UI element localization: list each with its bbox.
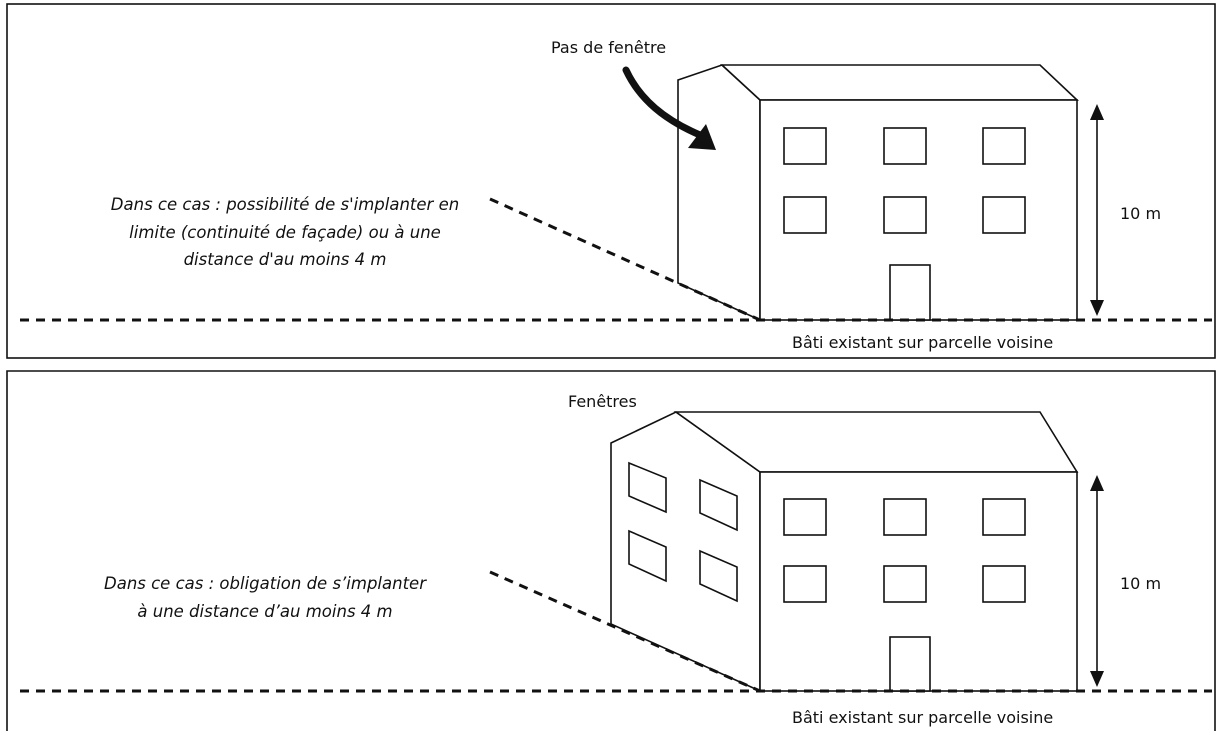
side-window: [628, 529, 667, 583]
window: [982, 498, 1026, 536]
caption-line-1: Dans ce cas : obligation de s’implanter: [104, 574, 427, 593]
curved-arrow: [622, 66, 704, 139]
bottom-panel: Fenêtres Dans ce cas : obligation de s’i…: [0, 367, 1217, 731]
panel-frame: [6, 370, 1216, 731]
window: [883, 127, 927, 165]
window: [783, 565, 827, 603]
callout-label: Pas de fenêtre: [551, 38, 666, 57]
window: [883, 196, 927, 234]
side-window: [628, 461, 667, 514]
height-arrow: [1090, 104, 1104, 316]
side-window: [699, 549, 738, 603]
window: [982, 196, 1026, 234]
window: [982, 565, 1026, 603]
roof: [719, 64, 1080, 101]
height-label: 10 m: [1120, 574, 1161, 593]
front-windows: [783, 498, 1026, 603]
front-windows: [783, 127, 1026, 234]
side-windows: [628, 461, 738, 603]
curved-arrow-head: [688, 124, 716, 150]
caption-line-1: Dans ce cas : possibilité de s'implanter…: [111, 195, 459, 214]
window: [783, 498, 827, 536]
diagonal-boundary: [489, 197, 761, 322]
caption-line-2: à une distance d’au moins 4 m: [137, 602, 392, 621]
top-diagram: Pas de fenêtre Dans ce cas : possibilité…: [6, 3, 1216, 359]
top-panel: Pas de fenêtre Dans ce cas : possibilité…: [0, 0, 1217, 362]
window: [783, 196, 827, 234]
caption-line-3: distance d'au moins 4 m: [184, 250, 387, 269]
callout-label: Fenêtres: [568, 392, 637, 411]
bottom-diagram: Fenêtres Dans ce cas : obligation de s’i…: [6, 370, 1216, 731]
ground-label: Bâti existant sur parcelle voisine: [792, 333, 1053, 352]
height-label: 10 m: [1120, 204, 1161, 223]
diagonal-boundary: [489, 570, 761, 693]
window: [982, 127, 1026, 165]
ground-label: Bâti existant sur parcelle voisine: [792, 708, 1053, 727]
window: [783, 127, 827, 165]
side-window: [699, 478, 738, 532]
door: [889, 264, 931, 321]
caption-line-2: limite (continuité de façade) ou à une: [129, 223, 441, 242]
panel-frame: [6, 3, 1216, 359]
height-arrow: [1090, 475, 1104, 687]
door: [889, 636, 931, 692]
window: [883, 498, 927, 536]
side-wall: [677, 64, 761, 322]
window: [883, 565, 927, 603]
